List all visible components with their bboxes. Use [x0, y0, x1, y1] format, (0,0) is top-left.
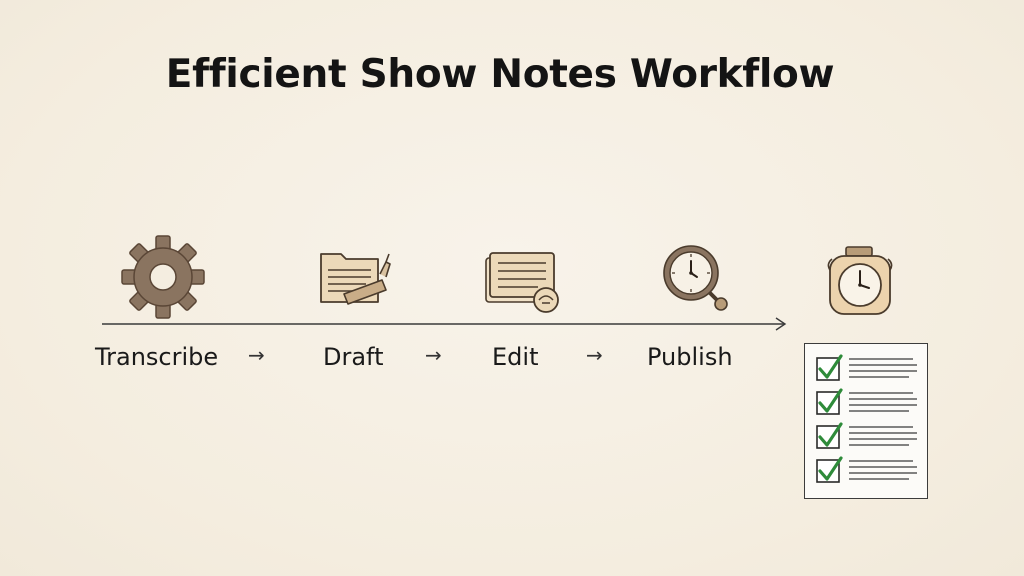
checkbox-icon [816, 425, 840, 449]
step-label-publish: Publish [647, 343, 733, 371]
step-label-draft: Draft [323, 343, 384, 371]
checkbox-icon [816, 357, 840, 381]
step-label-transcribe: Transcribe [95, 343, 219, 371]
alarm-clock-icon [827, 246, 893, 315]
arrow-icon: → [248, 343, 265, 367]
arrow-icon: → [425, 343, 442, 367]
magnifier-clock-icon [663, 245, 728, 311]
checklist-row [816, 354, 917, 381]
timeline-arrow [102, 317, 787, 331]
checkmark-icon [818, 354, 843, 379]
checklist-items [816, 354, 917, 483]
arrow-icon: → [586, 343, 603, 367]
checklist-document [804, 343, 928, 499]
checklist-row [816, 422, 917, 449]
checkmark-icon [818, 422, 843, 447]
checklist-row [816, 388, 917, 415]
folder-pen-icon [320, 253, 391, 305]
checkmark-icon [818, 456, 843, 481]
document-edit-icon [485, 252, 559, 313]
page-title: Efficient Show Notes Workflow [165, 52, 835, 97]
checklist-row [816, 456, 917, 483]
checkmark-icon [818, 388, 843, 413]
checkbox-icon [816, 391, 840, 415]
checkbox-icon [816, 459, 840, 483]
step-label-edit: Edit [492, 343, 539, 371]
gear-icon [121, 235, 205, 319]
